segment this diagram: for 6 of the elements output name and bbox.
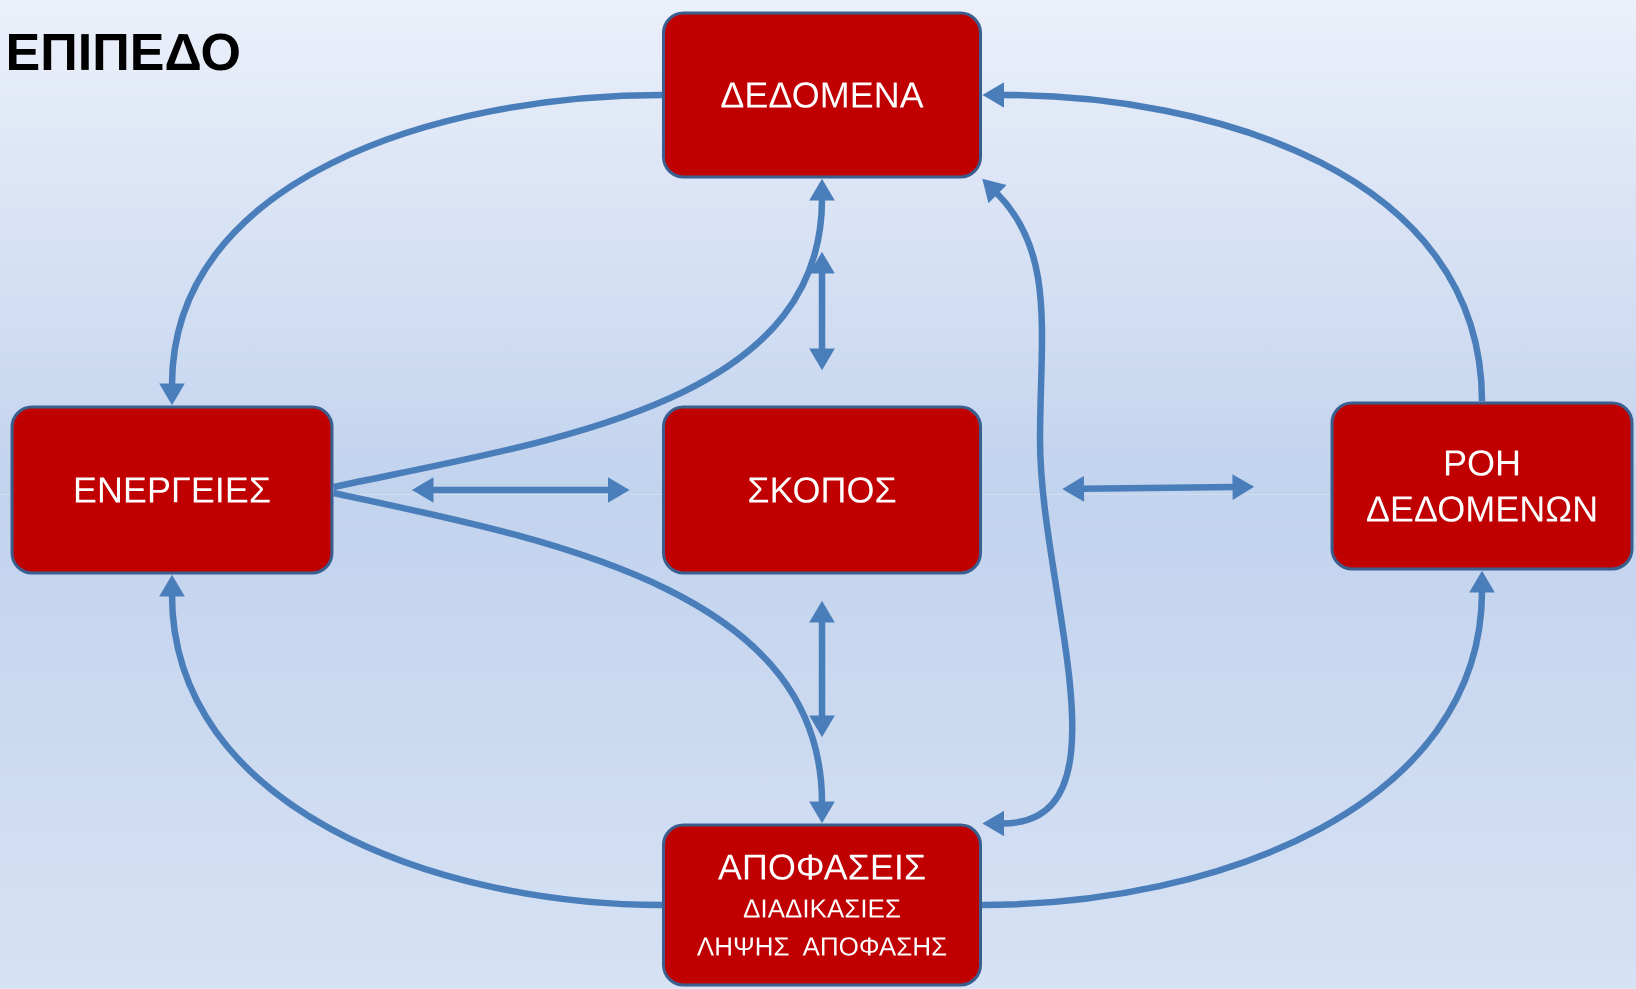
process-box: ΣΚΟΠΟΣ [662, 405, 982, 575]
process-box: ΡΟΗ ΔΕΔΟΜΕΝΩΝ [1330, 401, 1634, 571]
process-box: ΔΕΔΟΜΕΝΑ [662, 11, 982, 179]
process-box: ΕΝΕΡΓΕΙΕΣ [10, 405, 334, 575]
title: ΕΠΙΠΕΔΟ [9, 33, 239, 71]
process-box: ΑΠΟΦΑΣΕΙΣ ΔΙΑΔΙΚΑΣΙΕΣ ΛΗΨΗΣ ΑΠΟΦΑΣΗΣ [662, 823, 982, 987]
